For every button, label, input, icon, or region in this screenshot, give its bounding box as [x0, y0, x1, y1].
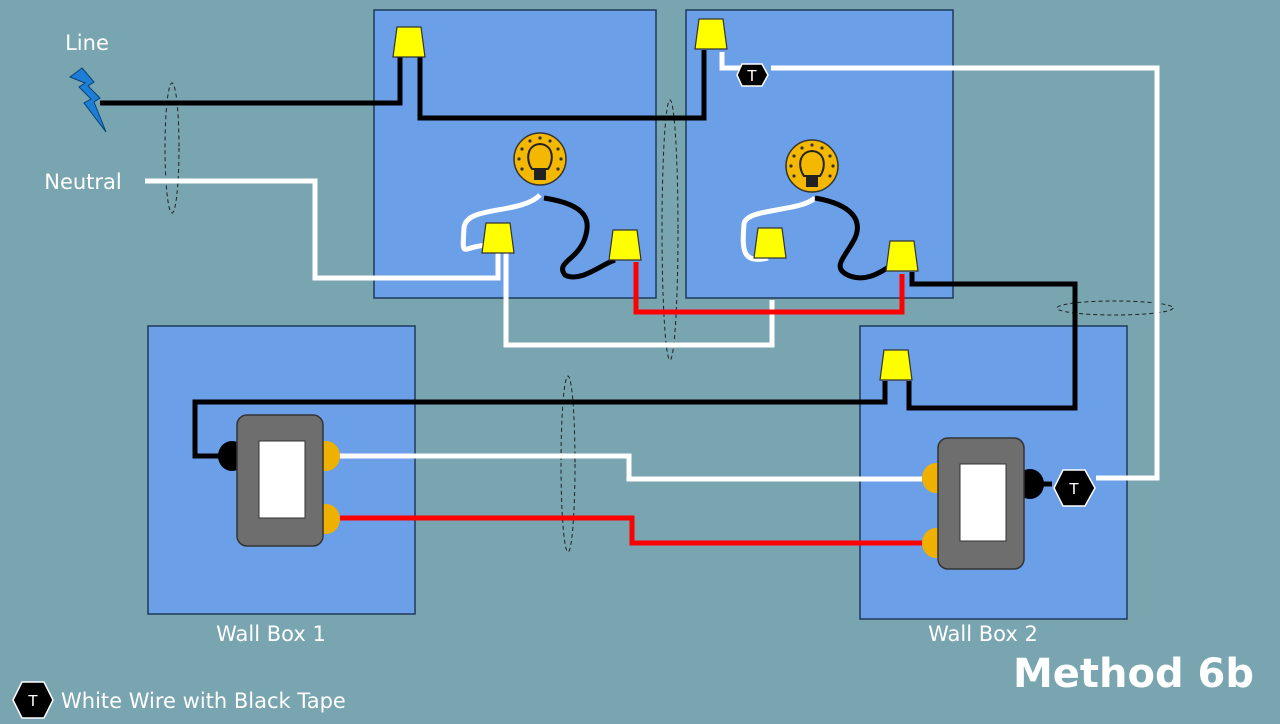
- light-bulb-icon: [785, 139, 839, 193]
- switch-icon: [218, 414, 340, 547]
- neutral-label: Neutral: [44, 170, 122, 194]
- wall-box-2-label: Wall Box 2: [928, 622, 1038, 646]
- legend-text: White Wire with Black Tape: [61, 689, 346, 713]
- wire-nut-icon: [879, 349, 913, 381]
- wire-nut-icon: [885, 240, 919, 272]
- tape-marker-icon: T: [736, 63, 769, 87]
- legend-symbol: T: [27, 692, 38, 710]
- wire-nut-icon: [608, 229, 642, 261]
- light-bulb-icon: [513, 132, 567, 186]
- switch-icon: [922, 437, 1044, 570]
- wire-nut-icon: [392, 26, 426, 58]
- page-title: Method 6b: [1013, 651, 1254, 697]
- line-label: Line: [65, 31, 109, 55]
- hot-wires: [100, 50, 1078, 487]
- traveler-wires: [340, 262, 922, 546]
- tape-marker-label: T: [1068, 480, 1079, 498]
- legend-tape-icon: [12, 681, 54, 719]
- wall-box-1-label: Wall Box 1: [216, 622, 326, 646]
- tape-marker-label: T: [746, 67, 757, 85]
- cable-bundles: [164, 82, 1174, 553]
- lightning-bolt-icon: [68, 67, 107, 133]
- legend: T White Wire with Black Tape: [12, 681, 346, 719]
- wire-nut-icon: [481, 222, 515, 254]
- wire-nut-icon: [753, 227, 787, 259]
- wire-nut-icon: [694, 18, 728, 50]
- neutral-wires: [145, 52, 1160, 482]
- tape-marker-icon: T: [1053, 469, 1096, 507]
